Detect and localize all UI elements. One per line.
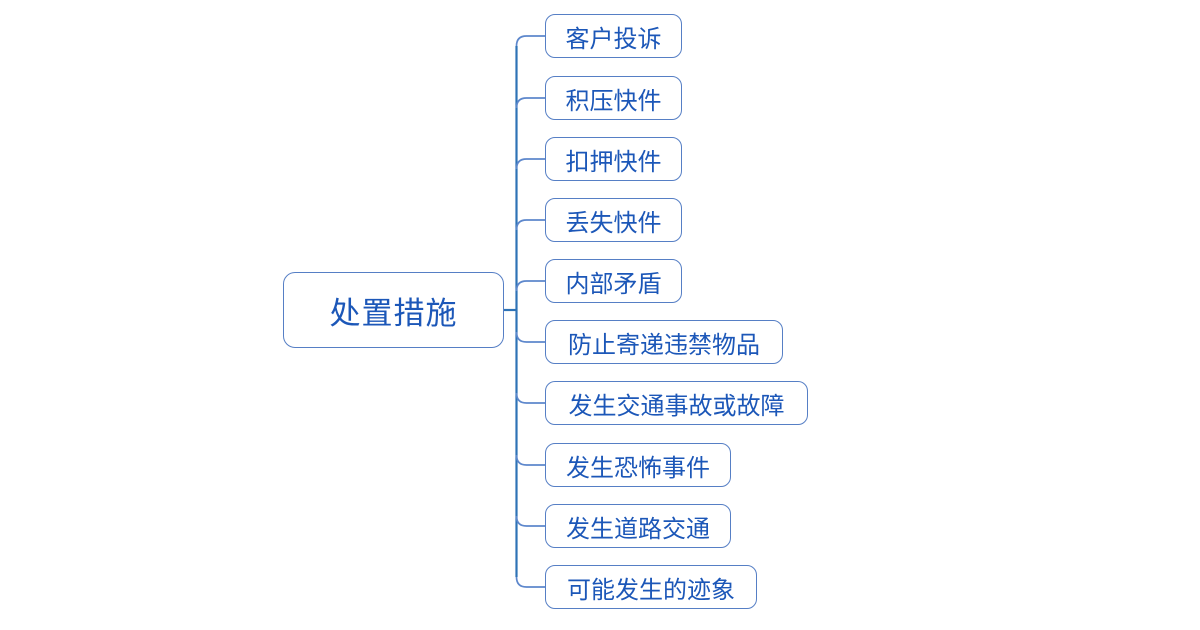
- topic-node-10[interactable]: 可能发生的迹象: [545, 565, 757, 609]
- branch-connector: [515, 158, 545, 170]
- topic-node-3[interactable]: 扣押快件: [545, 137, 682, 181]
- branch-connector: [515, 392, 545, 404]
- topic-node-2[interactable]: 积压快件: [545, 76, 682, 120]
- topic-label: 扣押快件: [565, 147, 662, 176]
- branch-connector: [515, 280, 545, 292]
- topic-node-5[interactable]: 内部矛盾: [545, 259, 682, 303]
- topic-label: 内部矛盾: [565, 269, 662, 298]
- root-topic-label: 处置措施: [329, 295, 458, 332]
- topic-label: 发生恐怖事件: [566, 453, 710, 482]
- branch-connector: [515, 97, 545, 109]
- topic-node-4[interactable]: 丢失快件: [545, 198, 682, 242]
- root-topic-node[interactable]: 处置措施: [283, 272, 504, 348]
- topic-node-7[interactable]: 发生交通事故或故障: [545, 381, 808, 425]
- topic-label: 积压快件: [565, 86, 662, 115]
- topic-node-8[interactable]: 发生恐怖事件: [545, 443, 731, 487]
- topic-label: 客户投诉: [565, 24, 662, 53]
- topic-node-1[interactable]: 客户投诉: [545, 14, 682, 58]
- topic-label: 丢失快件: [565, 208, 662, 237]
- branch-connector: [515, 331, 545, 343]
- branch-connector: [515, 35, 545, 47]
- branch-connector: [515, 454, 545, 466]
- topic-label: 防止寄递违禁物品: [568, 330, 760, 359]
- branch-connector: [515, 219, 545, 231]
- topic-label: 发生交通事故或故障: [568, 391, 785, 420]
- branch-connector: [515, 515, 545, 527]
- branch-connector: [515, 576, 545, 588]
- topic-label: 可能发生的迹象: [567, 575, 735, 604]
- topic-node-6[interactable]: 防止寄递违禁物品: [545, 320, 783, 364]
- topic-label: 发生道路交通: [566, 514, 710, 543]
- topic-node-9[interactable]: 发生道路交通: [545, 504, 731, 548]
